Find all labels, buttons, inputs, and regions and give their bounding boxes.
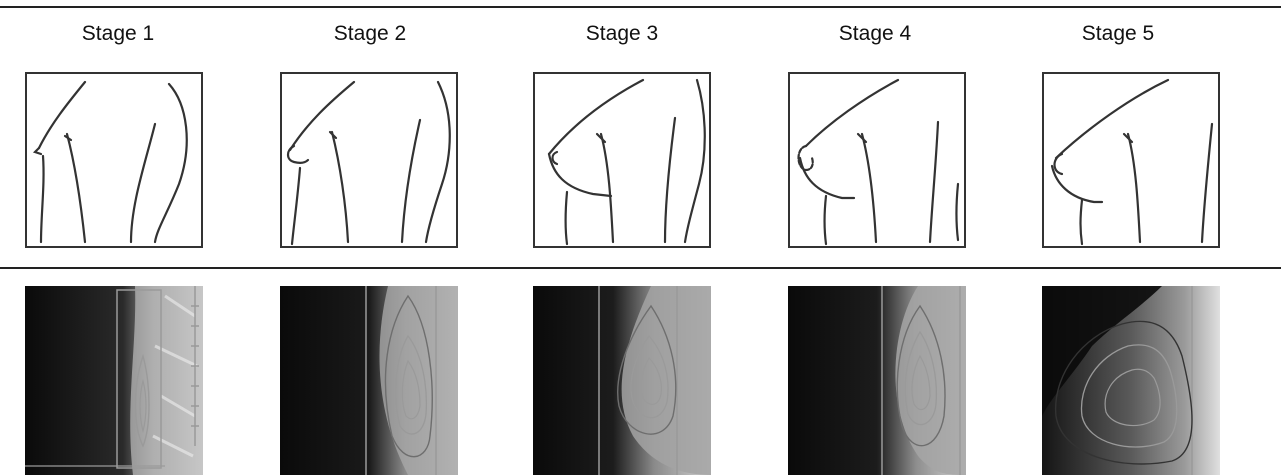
stage-3-scan [533,286,711,475]
middle-rule [0,267,1281,269]
stage-1-nipple [35,148,41,154]
stage-1-sketch [25,72,203,248]
stage-5-scan [1042,286,1220,475]
stage-5-breast [1052,166,1102,202]
stage-2-breast-bud [288,146,308,163]
stage-3-front-line [566,192,568,244]
stage-5-front-line [1081,200,1083,244]
stage-2-sketch [280,72,458,248]
stage-2-front-line [292,168,300,244]
stage-3-arm-line [601,134,613,242]
stage-4-arm-line [862,134,876,242]
stage-2-label: Stage 2 [270,22,470,46]
stage-2-body-line-2 [426,82,450,242]
stage-5-back-line [1056,80,1168,158]
stage-4-front-line [825,196,827,244]
stage-2-body-line-1 [402,120,420,242]
stage-1-body-line-1 [131,124,155,242]
stage-1-front-line [41,156,44,242]
stage-4-body-line-1 [930,122,938,242]
stage-3-areola [553,152,558,164]
stage-3-body-line-1 [665,118,675,242]
stage-4-label: Stage 4 [775,22,975,46]
stage-2-scan [280,286,458,475]
stage-3-breast [549,154,611,196]
stage-1-label: Stage 1 [18,22,218,46]
stage-3-back-line [549,80,643,154]
stage-3-body-line-2 [685,80,705,242]
top-rule [0,6,1281,8]
stage-2-arm-line [332,132,348,242]
stage-1-scan [25,286,203,475]
stage-1-arm-line [67,134,85,242]
stage-5-label: Stage 5 [1018,22,1218,46]
stage-4-sketch [788,72,966,248]
stage-3-label: Stage 3 [522,22,722,46]
stage-4-breast [800,158,854,198]
stage-5-arm-line [1128,134,1140,242]
stage-4-back-line [806,80,898,146]
stage-5-body-line [1202,124,1212,242]
stage-2-back-line [290,82,354,150]
stage-4-body-line-2 [957,184,959,240]
stage-3-sketch [533,72,711,248]
stage-1-back-line [39,82,85,148]
stage-1-body-line-2 [155,84,187,242]
stage-5-sketch [1042,72,1220,248]
stage-4-scan [788,286,966,475]
